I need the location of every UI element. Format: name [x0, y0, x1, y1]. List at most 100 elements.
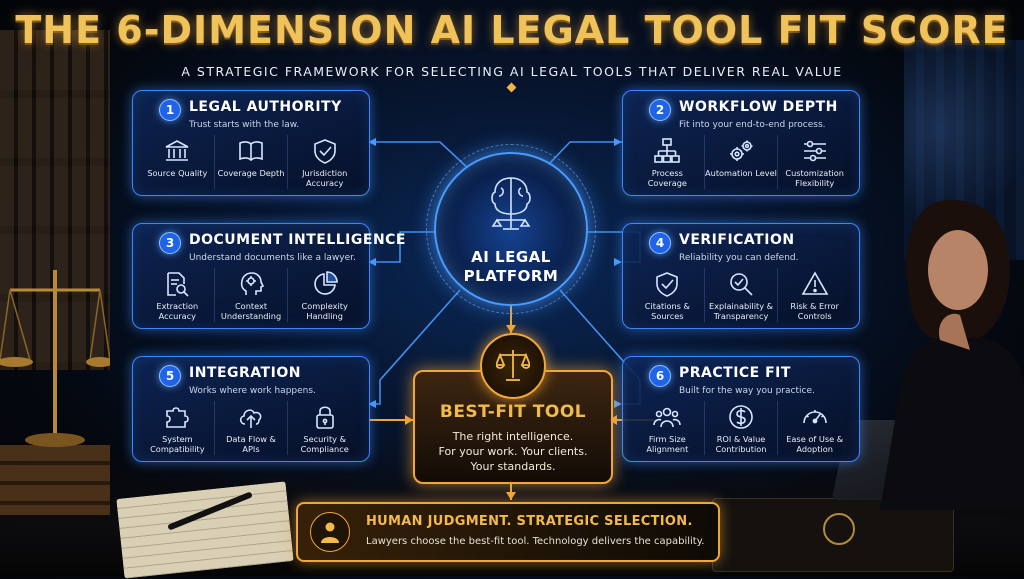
criterion-label: Source Quality: [147, 168, 208, 178]
document-search-icon: [167, 272, 189, 297]
best-fit-line3: Your standards.: [470, 460, 556, 473]
puzzle-icon: [166, 407, 190, 428]
dimension-card-practice-fit: 6 PRACTICE FIT Built for the way you pra…: [622, 356, 860, 462]
warning-triangle-icon: [801, 271, 829, 295]
criterion-label: Risk & Error Controls: [790, 301, 839, 321]
criterion-label: Process Coverage: [647, 168, 687, 188]
criterion-context-understanding: Context Understanding: [213, 268, 288, 322]
person-icon: [321, 522, 339, 543]
criterion-roi-value-contribution: ROI & Value Contribution: [703, 401, 778, 455]
dimension-number: 5: [159, 365, 181, 387]
criterion-citations-sources: Citations & Sources: [631, 268, 704, 322]
dimension-tagline: Fit into your end-to-end process.: [679, 120, 826, 130]
criterion-coverage-depth: Coverage Depth: [213, 135, 288, 189]
lawyer-figure-decoration: [880, 200, 1024, 510]
brain-scale-icon: [491, 177, 531, 230]
criterion-extraction-accuracy: Extraction Accuracy: [141, 268, 214, 322]
head-brain-icon: [240, 272, 265, 295]
criterion-risk-error-controls: Risk & Error Controls: [777, 268, 851, 322]
criterion-process-coverage: Process Coverage: [631, 135, 704, 189]
dimension-number: 1: [159, 99, 181, 121]
criterion-system-compatibility: System Compatibility: [141, 401, 214, 455]
criterion-label: Security & Compliance: [300, 434, 349, 454]
criterion-label: Coverage Depth: [217, 168, 285, 178]
dimension-tagline: Works where work happens.: [189, 386, 316, 396]
shield-check-icon: [656, 272, 679, 297]
courthouse-icon: [165, 140, 189, 161]
brass-scale-decoration: [0, 270, 110, 447]
page-title: THE 6-DIMENSION AI LEGAL TOOL FIT SCORE: [15, 8, 1009, 52]
criterion-label: Automation Level: [705, 168, 777, 178]
padlock-icon: [315, 406, 334, 429]
dimension-title: INTEGRATION: [189, 365, 301, 381]
criterion-automation-level: Automation Level: [703, 135, 778, 189]
criterion-label: Firm Size Alignment: [646, 434, 689, 454]
open-book-icon: [239, 141, 263, 162]
dimension-number: 6: [649, 365, 671, 387]
speedometer-icon: [802, 410, 827, 424]
criterion-security-compliance: Security & Compliance: [287, 401, 361, 455]
dimension-title: DOCUMENT INTELLIGENCE: [189, 232, 406, 248]
criterion-label: ROI & Value Contribution: [715, 434, 767, 454]
best-fit-line1: The right intelligence.: [452, 430, 574, 443]
dimension-tagline: Reliability you can defend.: [679, 253, 799, 263]
cloud-upload-icon: [239, 409, 262, 428]
criterion-label: Extraction Accuracy: [156, 301, 199, 321]
dimension-title: LEGAL AUTHORITY: [189, 99, 342, 115]
criterion-label: Jurisdiction Accuracy: [302, 168, 348, 188]
hub-label-line1: AI LEGAL: [471, 248, 551, 266]
criterion-label: System Compatibility: [150, 434, 205, 454]
page-subtitle: A STRATEGIC FRAMEWORK FOR SELECTING AI L…: [181, 64, 843, 79]
best-fit-title: BEST-FIT TOOL: [439, 402, 587, 422]
gears-icon: [730, 140, 753, 161]
criterion-source-quality: Source Quality: [141, 135, 214, 189]
dimension-title: PRACTICE FIT: [679, 365, 791, 381]
dimension-number: 2: [649, 99, 671, 121]
human-title: HUMAN JUDGMENT. STRATEGIC SELECTION.: [366, 514, 693, 529]
people-group-icon: [653, 407, 682, 428]
dimension-card-verification: 4 VERIFICATION Reliability you can defen…: [622, 223, 860, 329]
human-judgment-banner: HUMAN JUDGMENT. STRATEGIC SELECTION. Law…: [296, 502, 720, 562]
dimension-tagline: Trust starts with the law.: [189, 120, 300, 130]
criterion-jurisdiction-accuracy: Jurisdiction Accuracy: [287, 135, 361, 189]
criterion-customization-flexibility: Customization Flexibility: [777, 135, 851, 189]
criterion-label: Customization Flexibility: [785, 168, 844, 188]
dimension-card-integration: 5 INTEGRATION Works where work happens. …: [132, 356, 370, 462]
magnifier-check-icon: [730, 273, 753, 296]
dimension-card-workflow-depth: 2 WORKFLOW DEPTH Fit into your end-to-en…: [622, 90, 860, 196]
hub-label-line2: PLATFORM: [463, 267, 559, 285]
criterion-label: Complexity Handling: [301, 301, 348, 321]
bookshelf-background: [0, 30, 110, 370]
stacked-books-decoration: [0, 445, 110, 515]
criterion-firm-size-alignment: Firm Size Alignment: [631, 401, 704, 455]
best-fit-badge: [480, 333, 546, 399]
ai-legal-platform-hub: AI LEGAL PLATFORM: [426, 144, 596, 314]
leather-book-decoration: [712, 498, 954, 572]
pie-chart-icon: [313, 271, 338, 295]
dimension-tagline: Built for the way you practice.: [679, 386, 815, 396]
shield-check-icon: [313, 139, 336, 164]
criterion-data-flow-apis: Data Flow & APIs: [213, 401, 288, 455]
criterion-ease-of-use-adoption: Ease of Use & Adoption: [777, 401, 851, 455]
dimension-number: 3: [159, 232, 181, 254]
sliders-icon: [803, 140, 826, 162]
criterion-label: Data Flow & APIs: [226, 434, 276, 454]
human-description: Lawyers choose the best-fit tool. Techno…: [366, 536, 705, 547]
human-icon-badge: [310, 512, 350, 552]
scales-of-justice-icon: [496, 350, 530, 381]
dimension-card-document-intelligence: 3 DOCUMENT INTELLIGENCE Understand docum…: [132, 223, 406, 329]
criterion-label: Explainability & Transparency: [708, 301, 774, 321]
best-fit-line2: For your work. Your clients.: [438, 445, 588, 458]
criterion-label: Citations & Sources: [644, 301, 690, 321]
dimension-card-legal-authority: 1 LEGAL AUTHORITY Trust starts with the …: [132, 90, 370, 196]
dollar-coin-icon: [729, 405, 753, 429]
criterion-explainability-transparency: Explainability & Transparency: [703, 268, 778, 322]
dimension-number: 4: [649, 232, 671, 254]
criterion-label: Ease of Use & Adoption: [786, 434, 844, 454]
criterion-label: Context Understanding: [220, 301, 282, 321]
dimension-title: WORKFLOW DEPTH: [679, 99, 838, 115]
criterion-complexity-handling: Complexity Handling: [287, 268, 361, 322]
flowchart-icon: [654, 138, 681, 163]
dimension-title: VERIFICATION: [679, 232, 795, 248]
dimension-tagline: Understand documents like a lawyer.: [189, 253, 356, 263]
